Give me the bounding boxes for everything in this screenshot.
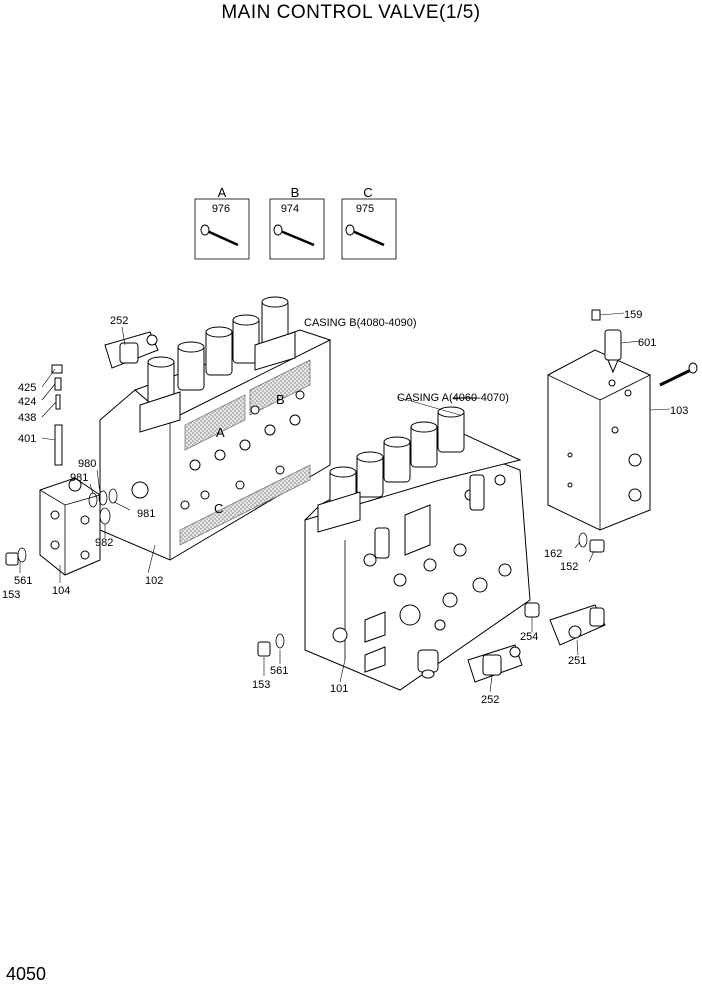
callout-101: 101 <box>330 683 348 695</box>
callout-561-left: 561 <box>14 575 32 587</box>
callout-251: 251 <box>568 655 586 667</box>
callout-152: 152 <box>560 561 578 573</box>
callout-981-a: 981 <box>70 472 88 484</box>
bolt-box-b: B 974 <box>269 185 325 260</box>
bolt-box-a-part: 976 <box>212 203 230 215</box>
face-letter-c: C <box>214 501 223 516</box>
callout-401: 401 <box>18 433 36 445</box>
callout-254: 254 <box>520 631 538 643</box>
callout-982: 982 <box>95 537 113 549</box>
callout-438: 438 <box>18 412 36 424</box>
callout-159: 159 <box>624 309 642 321</box>
valve-252-top <box>104 331 159 369</box>
callout-252-bottom: 252 <box>481 694 499 706</box>
callout-424: 424 <box>18 396 36 408</box>
leader-lines <box>19 312 671 693</box>
bolt-box-b-part: 974 <box>281 203 299 215</box>
casing-a-block <box>304 406 531 691</box>
callout-980: 980 <box>78 458 96 470</box>
plug-153-left <box>5 547 27 566</box>
callout-162: 162 <box>544 548 562 560</box>
face-letter-b: B <box>276 392 285 407</box>
cover-104 <box>39 364 118 576</box>
callout-153-center: 153 <box>252 679 270 691</box>
casing-a-struck-range: 4060 <box>453 392 477 404</box>
bolt-box-a: A 976 <box>194 185 250 260</box>
valve-251 <box>549 604 606 646</box>
plug-153-center <box>257 633 285 657</box>
casing-b-label: CASING B(4080-4090) <box>304 317 417 329</box>
callout-561-center: 561 <box>270 665 288 677</box>
face-letter-a: A <box>216 425 225 440</box>
callout-981-b: 981 <box>137 508 155 520</box>
block-103 <box>547 309 698 531</box>
bolt-box-a-letter: A <box>218 185 227 200</box>
callout-252-top: 252 <box>110 315 128 327</box>
page-title: MAIN CONTROL VALVE(1/5) <box>221 2 481 23</box>
bolt-box-b-letter: B <box>291 185 300 200</box>
valve-252-bottom <box>467 644 523 683</box>
casing-b-block <box>99 296 332 561</box>
callout-153-left: 153 <box>2 589 20 601</box>
bolt-box-c-letter: C <box>363 185 372 200</box>
callout-601: 601 <box>638 337 656 349</box>
bolt-box-c: C 975 <box>341 185 397 260</box>
callout-103: 103 <box>670 405 688 417</box>
callout-102: 102 <box>145 575 163 587</box>
callout-425: 425 <box>18 382 36 394</box>
page-number: 4050 <box>6 964 47 984</box>
callout-104: 104 <box>52 585 70 597</box>
plug-152-right <box>578 532 605 553</box>
casing-a-label: CASING A(4060-4070) <box>397 392 509 404</box>
fitting-254 <box>524 602 540 618</box>
bolt-box-c-part: 975 <box>356 203 374 215</box>
